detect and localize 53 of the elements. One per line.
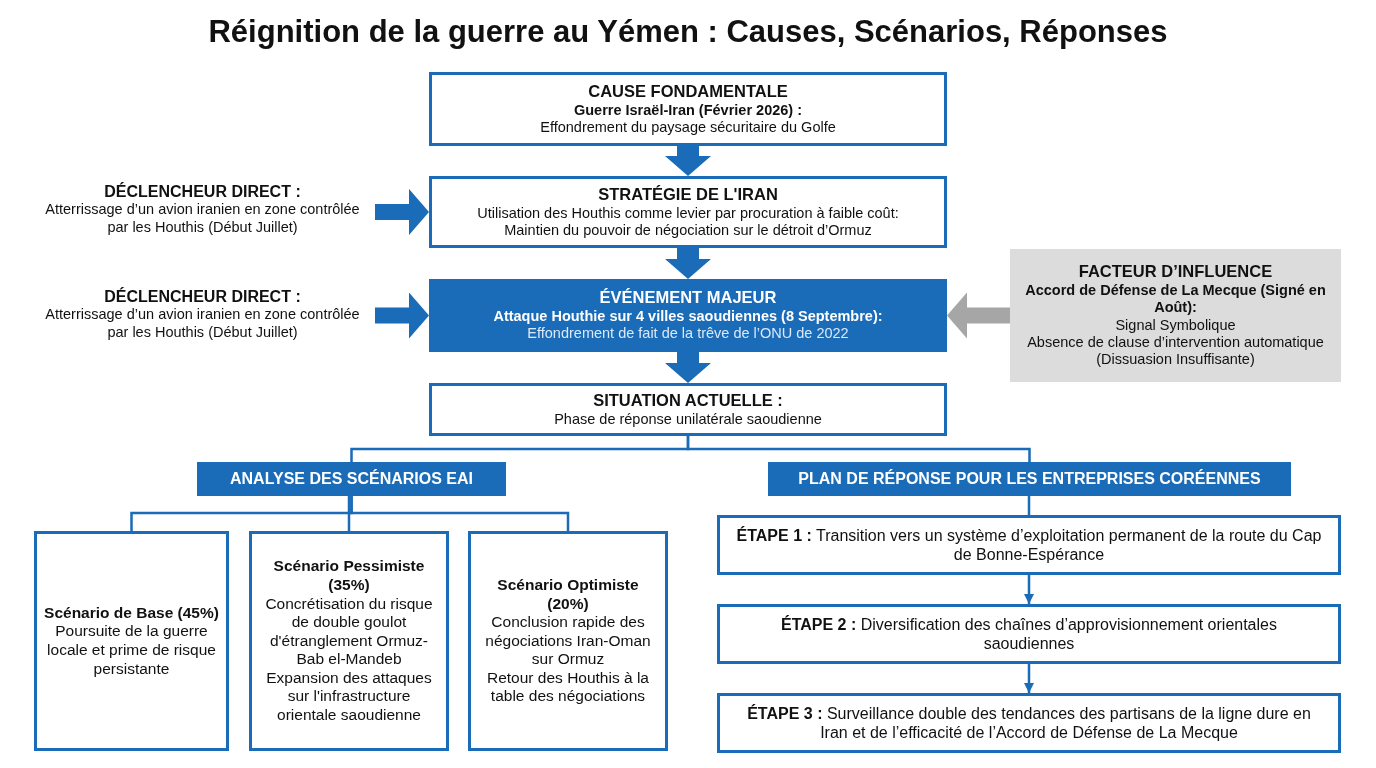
box-text: Absence de clause d’intervention automatique (Dissuasion Insuffisante) xyxy=(1026,334,1325,369)
box-text: Utilisation des Houthis comme levier par procuration à faible coût: xyxy=(477,204,899,222)
arrow xyxy=(665,146,711,176)
process-box xyxy=(429,383,947,436)
process-box xyxy=(249,531,449,751)
connector-line xyxy=(1027,496,1031,515)
box-text: Effondrement du paysage sécuritaire du Golfe xyxy=(540,118,836,137)
arrow xyxy=(375,189,429,235)
box-heading: Attaque Houthie sur 4 villes saoudiennes (8 Septembre): xyxy=(493,308,883,326)
connector-line xyxy=(350,496,570,531)
arrow xyxy=(947,292,1010,339)
step-box: ÉTAPE 1 : Transition vers un système d’exploitation permanent de la route du Cap de Bonne-Espérance xyxy=(717,515,1341,575)
arrow xyxy=(1024,575,1034,604)
box-heading: FACTEUR D’INFLUENCE xyxy=(1078,262,1273,282)
influence-box xyxy=(1010,249,1341,382)
process-box xyxy=(429,72,947,146)
connector-line xyxy=(686,436,1031,462)
process-box xyxy=(429,176,947,248)
box-text: Conclusion rapide des négociations Iran-Oman sur Ormuz xyxy=(484,613,652,669)
box-heading: SITUATION ACTUELLE : xyxy=(593,390,783,411)
connector-line xyxy=(347,496,351,531)
box-text: Phase de réponse unilatérale saoudienne xyxy=(554,410,822,429)
section-header: ANALYSE DES SCÉNARIOS EAI xyxy=(197,462,506,496)
box-heading: Scénario de Base (45%) xyxy=(44,603,219,623)
arrow xyxy=(1024,664,1034,693)
box-heading: CAUSE FONDAMENTALE xyxy=(588,81,788,102)
box-text: Maintien du pouvoir de négociation sur le détroit d’Ormuz xyxy=(504,221,872,240)
arrow xyxy=(665,248,711,279)
box-heading: Accord de Défense de La Mecque (Signé en Août): xyxy=(1024,281,1327,317)
box-text: Expansion des attaques sur l'infrastructure orientale saoudienne xyxy=(265,668,433,725)
box-text: Poursuite de la guerre locale et prime de risque persistante xyxy=(46,622,217,679)
box-text: Atterrissage d’un avion iranien en zone contrôlée par les Houthis (Début Juillet) xyxy=(44,201,361,236)
box-text: Signal Symbolique xyxy=(1115,316,1236,335)
arrow xyxy=(665,352,711,383)
step-box: ÉTAPE 3 : Surveillance double des tendances des partisans de la ligne dure en Iran et de l’efficacité de l’Accord de Défense de La Mecque xyxy=(717,693,1341,753)
box-heading: DÉCLENCHEUR DIRECT : xyxy=(104,287,301,307)
box-text: Retour des Houthis à la table des négociations xyxy=(486,668,650,707)
box-heading: Guerre Israël-Iran (Février 2026) : xyxy=(573,101,803,119)
process-box xyxy=(34,531,229,751)
arrow xyxy=(375,292,429,339)
box-heading: DÉCLENCHEUR DIRECT : xyxy=(104,182,301,202)
box-heading: STRATÉGIE DE L'IRAN xyxy=(598,184,778,205)
event-box xyxy=(429,279,947,352)
box-heading: Scénario Optimiste (20%) xyxy=(496,575,640,614)
box-heading: ÉVÉNEMENT MAJEUR xyxy=(599,288,777,308)
step-box: ÉTAPE 2 : Diversification des chaînes d’approvisionnement orientales saoudiennes xyxy=(717,604,1341,664)
box-text: Concrétisation du risque de double goulot d'étranglement Ormuz-Bab el-Mandeb xyxy=(264,594,434,669)
section-header: PLAN DE RÉPONSE POUR LES ENTREPRISES CORÉENNES xyxy=(768,462,1291,496)
process-box xyxy=(468,531,668,751)
box-text: Atterrissage d’un avion iranien en zone contrôlée par les Houthis (Début Juillet) xyxy=(44,306,361,341)
diagram-title: Réignition de la guerre au Yémen : Causes, Scénarios, Réponses xyxy=(207,14,1169,50)
box-text: Effondrement de fait de la trêve de l’ONU de 2022 xyxy=(527,325,849,343)
box-heading: Scénario Pessimiste (35%) xyxy=(272,557,426,595)
